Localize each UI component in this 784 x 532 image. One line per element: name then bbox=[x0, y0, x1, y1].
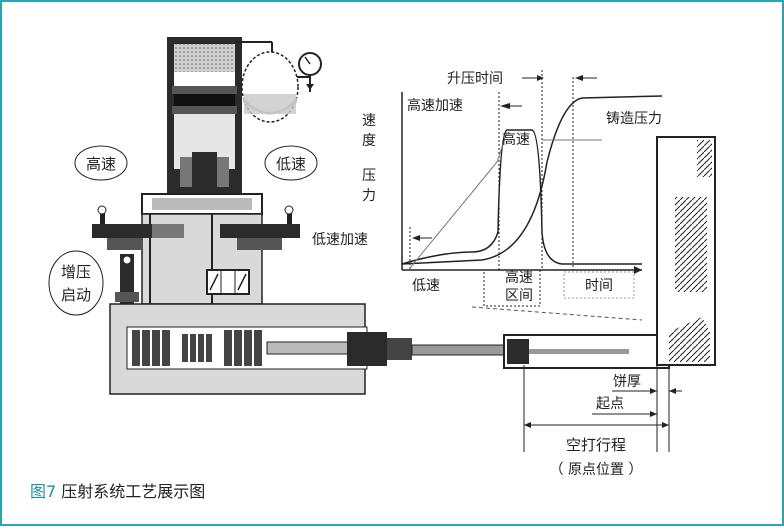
time-label: 时间 bbox=[585, 278, 613, 294]
boost-start-label-2: 启动 bbox=[61, 286, 91, 304]
die-block bbox=[656, 136, 716, 366]
nitrogen-accumulator bbox=[235, 41, 311, 123]
boost-start-label-1: 增压 bbox=[61, 263, 91, 281]
right-valve bbox=[220, 205, 300, 250]
high-speed-accel-label: 高速加速 bbox=[407, 97, 463, 114]
boost-valve bbox=[115, 254, 139, 314]
speed-pressure-graph bbox=[401, 70, 663, 307]
pressure-rise-time-label: 升压时间 bbox=[447, 71, 503, 87]
y-pressure-label-2: 力 bbox=[362, 188, 376, 204]
solenoid-valve-icon bbox=[206, 269, 250, 295]
shot-sleeve bbox=[471, 306, 670, 369]
speed-curve bbox=[401, 129, 642, 265]
idle-stroke-label: 空打行程 bbox=[566, 436, 626, 454]
y-speed-label-1: 速 bbox=[362, 113, 376, 129]
pressure-curve bbox=[401, 95, 663, 265]
figure-title: 压射系统工艺展示图 bbox=[61, 482, 206, 501]
pressure-gauge-icon bbox=[298, 52, 322, 92]
casting-pressure-label: 铸造压力 bbox=[606, 111, 662, 127]
boost-start-oval: 增压 启动 bbox=[48, 250, 104, 316]
high-speed-label: 高速 bbox=[86, 155, 116, 173]
low-speed-accel-label: 低速加速 bbox=[312, 232, 368, 248]
injection-cylinder bbox=[109, 303, 513, 395]
start-point-label: 起点 bbox=[596, 396, 624, 412]
low-speed-label: 低速 bbox=[276, 155, 306, 173]
y-speed-label-2: 度 bbox=[362, 133, 376, 149]
y-pressure-label-1: 压 bbox=[362, 168, 376, 184]
high-speed-peak-label: 高速 bbox=[502, 131, 530, 148]
low-speed-oval: 低速 bbox=[264, 145, 318, 181]
biscuit-thickness-label: 饼厚 bbox=[613, 374, 641, 390]
low-speed-zone-label: 低速 bbox=[412, 278, 440, 294]
origin-position-label: （ 原点位置 ） bbox=[550, 462, 643, 478]
high-speed-zone-label-1: 高速 bbox=[505, 269, 533, 286]
figure-caption: 图7 压射系统工艺展示图 bbox=[30, 478, 205, 502]
accumulator-cylinder bbox=[167, 37, 242, 202]
high-speed-zone-label-2: 区间 bbox=[505, 288, 533, 304]
figure-number: 图7 bbox=[30, 482, 57, 501]
high-speed-oval: 高速 bbox=[74, 145, 128, 181]
dimension-lines bbox=[523, 365, 682, 452]
left-valve bbox=[92, 205, 184, 250]
